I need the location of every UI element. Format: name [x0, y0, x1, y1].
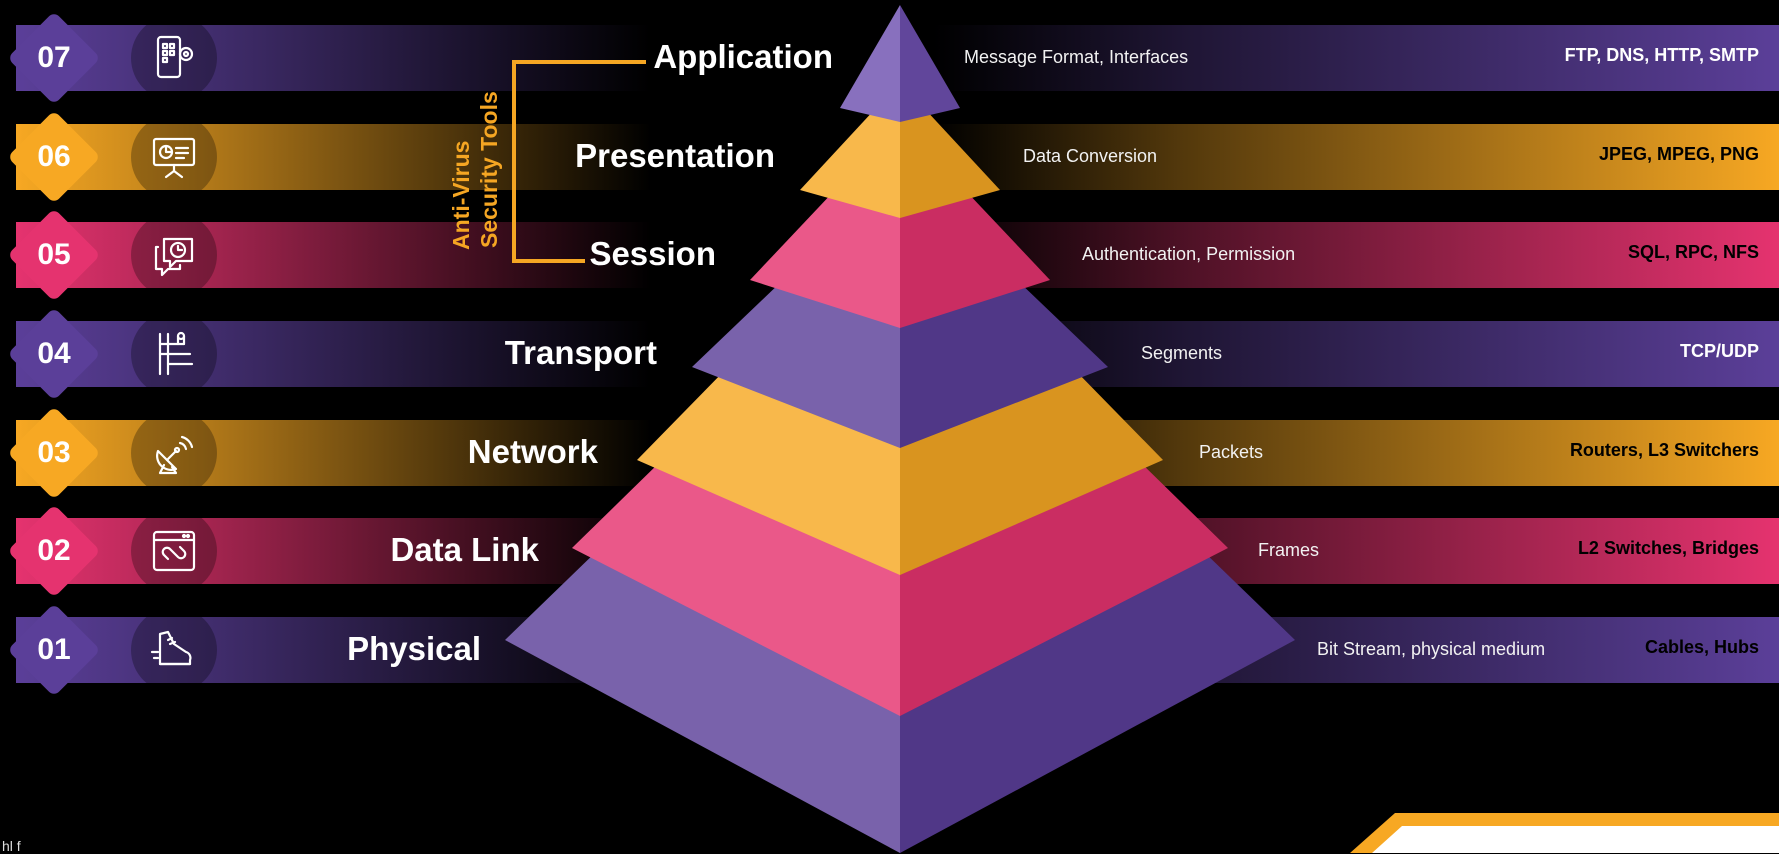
layer-protocols: Cables, Hubs [1644, 637, 1759, 657]
layer-description: Bit Stream, physical medium [1317, 639, 1546, 659]
layer-number: 04 [37, 337, 71, 370]
pyramid-tier-left-face [692, 280, 900, 448]
layer-protocols: SQL, RPC, NFS [1627, 242, 1759, 262]
pyramid-tier-right-face [900, 5, 960, 122]
layer-protocols: JPEG, MPEG, PNG [1598, 144, 1759, 164]
transport-routes-icon-badge [131, 311, 217, 397]
bracket-line [512, 60, 646, 263]
presentation-board-icon-badge [131, 114, 217, 200]
layer-number: 02 [37, 534, 71, 567]
layer-description: Authentication, Permission [1082, 244, 1296, 264]
pyramid-tier-right-face [900, 190, 1050, 328]
pyramid-tier-right-face [900, 280, 1108, 448]
layer-number: 05 [37, 238, 71, 271]
pyramid-tier-07 [840, 5, 960, 122]
pyramid-tier-left-face [750, 190, 900, 328]
pyramid-tier-left-face [840, 5, 900, 122]
running-shoe-icon [150, 630, 192, 666]
bracket-label-security-tools: Security Tools [476, 91, 502, 248]
layer-name: Presentation [575, 137, 775, 174]
satellite-dish-icon [156, 435, 194, 475]
layer-name: Application [653, 38, 833, 75]
presentation-board-icon [152, 137, 196, 179]
corner-decoration-inner [1372, 826, 1779, 853]
layer-protocols: Routers, L3 Switchers [1569, 440, 1759, 460]
layer-description: Segments [1141, 343, 1223, 363]
layer-name: Physical [347, 630, 481, 667]
satellite-dish-icon-badge [131, 410, 217, 496]
running-shoe-icon-badge [131, 607, 217, 693]
layer-name: Data Link [390, 531, 539, 568]
layer-description: Data Conversion [1023, 146, 1158, 166]
pyramid-tier-right-face [900, 108, 1000, 218]
mobile-settings-icon [156, 35, 194, 79]
bracket-label-antivirus: Anti-Virus [448, 140, 474, 250]
layer-number: 03 [37, 436, 71, 469]
layer-name: Transport [504, 334, 657, 371]
pyramid-tier-left-face [800, 108, 900, 218]
corner-text: hl f [2, 838, 21, 854]
layer-name: Network [467, 433, 598, 470]
layer-number: 01 [37, 633, 71, 666]
chat-clock-icon-badge [131, 212, 217, 298]
layer-description: Packets [1199, 442, 1264, 462]
layer-protocols: TCP/UDP [1679, 341, 1759, 361]
layer-protocols: FTP, DNS, HTTP, SMTP [1564, 45, 1759, 65]
browser-link-icon-badge [131, 508, 217, 594]
layer-protocols: L2 Switches, Bridges [1577, 538, 1759, 558]
mobile-settings-icon-badge [131, 15, 217, 101]
layer-name: Session [589, 235, 716, 272]
chat-clock-icon [154, 237, 194, 277]
layer-number: 07 [37, 41, 71, 74]
browser-link-icon [152, 530, 196, 572]
layer-description: Frames [1258, 540, 1320, 560]
layer-number: 06 [37, 140, 71, 173]
layer-description: Message Format, Interfaces [964, 47, 1189, 67]
transport-routes-icon [158, 331, 194, 376]
